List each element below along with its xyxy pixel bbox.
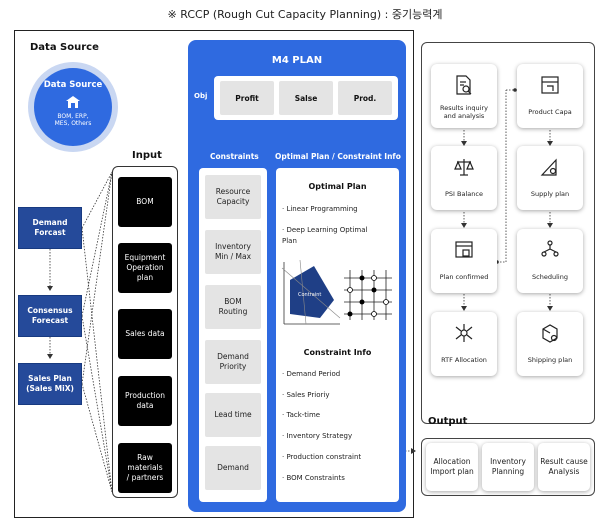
- flow-sales-plan: Sales Plan(Sales MiX): [18, 363, 82, 405]
- card-psi-balance: PSI Balance: [431, 146, 497, 210]
- optimal-item-lp: · Linear Programming: [282, 205, 358, 213]
- main-frame: [14, 30, 414, 518]
- network-node-icon: [455, 324, 473, 342]
- optimal-panel: [276, 168, 399, 502]
- building-icon: [66, 96, 80, 108]
- card-scheduling: Scheduling: [517, 229, 583, 293]
- data-source-circle-title: Data Source: [43, 80, 103, 90]
- optimal-item-dl-2: Plan: [282, 237, 297, 245]
- constraints-heading: Constraints: [210, 152, 259, 161]
- box-gear-icon: [542, 324, 558, 343]
- constraint-lead-time: Lead time: [205, 393, 261, 437]
- header-note: ※ RCCP (Rough Cut Capacity Planning) : 중…: [167, 8, 443, 21]
- process-frame: [421, 42, 595, 424]
- constraint-item-4: · Inventory Strategy: [282, 432, 353, 440]
- constraint-info-title: Constraint Info: [303, 348, 372, 357]
- triangle-gear-icon: [540, 158, 557, 176]
- flow-label-2a: Consensus: [27, 306, 73, 315]
- data-source-sub-2: MES, Others: [54, 120, 92, 127]
- chart-label: Contraint: [298, 292, 322, 298]
- output-title: Output: [428, 416, 468, 427]
- hierarchy-gear-icon: [541, 240, 559, 257]
- constraint-item-6: · BOM Constraints: [282, 474, 345, 482]
- flow-label-3a: Sales Plan: [28, 374, 72, 383]
- optimal-heading: Optimal Plan / Constraint Info: [275, 152, 401, 161]
- box-expand-icon: [541, 76, 559, 94]
- flow-label-1a: Demand: [32, 218, 68, 227]
- optimal-item-dl: · Deep Learning Optimal: [282, 226, 368, 234]
- flow-label-2b: Forecast: [31, 316, 69, 325]
- card-shipping-plan: Shipping plan: [517, 312, 583, 376]
- flow-label-1b: Forcast: [34, 228, 66, 237]
- objective-profit: Profit: [220, 81, 274, 115]
- card-plan-confirmed: Plan confirmed: [431, 229, 497, 293]
- input-title: Input: [132, 150, 162, 161]
- data-source-title: Data Source: [30, 42, 99, 53]
- flow-label-3b: (Sales MiX): [26, 384, 74, 393]
- window-confirm-icon: [455, 241, 473, 258]
- card-supply-plan: Supply plan: [517, 146, 583, 210]
- optimal-plan-title: Optimal Plan: [308, 182, 367, 191]
- constraint-item-3: · Tack-time: [282, 411, 321, 419]
- card-product-capa: Product Capa: [517, 64, 583, 128]
- card-rtf-allocation: RTF Allocation: [431, 312, 497, 376]
- constraint-demand: Demand: [205, 446, 261, 490]
- obj-label: Obj: [194, 92, 208, 100]
- input-bom: BOM: [118, 177, 172, 227]
- output-frame: [421, 438, 595, 496]
- objective-salse: Salse: [279, 81, 333, 115]
- optimization-illustration: [281, 259, 392, 325]
- document-search-icon: [456, 75, 472, 95]
- constraint-item-2: · Sales Prioriy: [282, 391, 330, 399]
- input-sales-data: Sales data: [118, 309, 172, 359]
- data-source-sub-1: BOM, ERP,: [57, 113, 89, 120]
- m4-plan-title: M4 PLAN: [271, 55, 323, 66]
- balance-scale-icon: [454, 159, 474, 176]
- constraint-item-1: · Demand Period: [282, 370, 341, 378]
- data-source-circle: Data Source BOM, ERP, MES, Others: [34, 68, 112, 146]
- objective-prod: Prod.: [338, 81, 392, 115]
- constraint-item-5: · Production constraint: [282, 453, 362, 461]
